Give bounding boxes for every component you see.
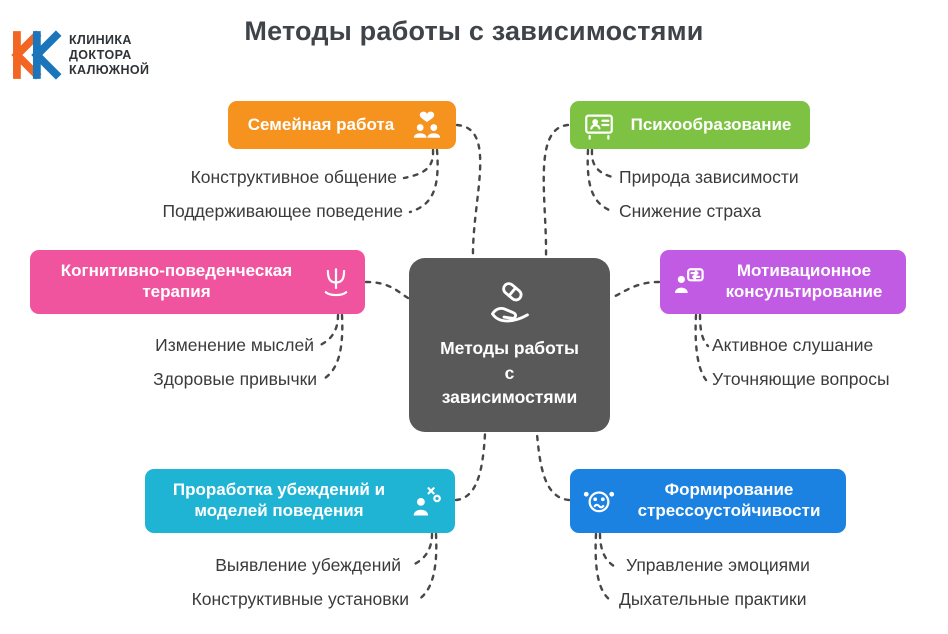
logo-k-blue bbox=[31, 30, 62, 80]
sub-item-family-2: Поддерживающее поведение bbox=[162, 201, 403, 221]
connector-beliefs-center bbox=[454, 432, 487, 502]
node-motivational-counseling-label: Мотивационное консультирование bbox=[725, 261, 883, 301]
stress-face-icon bbox=[583, 491, 615, 513]
connector-stress-item1 bbox=[598, 532, 616, 568]
sub-item-stress-2: Дыхательные практики bbox=[619, 589, 807, 609]
clinic-logo-kk-icon bbox=[11, 30, 62, 80]
psi-hand-icon bbox=[324, 268, 348, 297]
logo-line-1: КЛИНИКА bbox=[69, 32, 132, 47]
connector-cbt-item1 bbox=[316, 313, 340, 348]
node-beliefs-work: Проработка убеждений и моделей поведения bbox=[145, 469, 455, 533]
connector-motiv-item2 bbox=[694, 313, 708, 382]
connector-beliefs-item1 bbox=[408, 532, 434, 568]
logo-k-orange bbox=[11, 30, 42, 80]
sub-item-family-1: Конструктивное общение bbox=[190, 167, 397, 187]
connector-beliefs-item2 bbox=[416, 532, 438, 602]
logo-line-2: ДОКТОРА bbox=[69, 47, 132, 62]
node-motivational-counseling: Мотивационное консультирование bbox=[660, 250, 906, 314]
family-heart-icon bbox=[413, 111, 441, 138]
connector-family-item2 bbox=[408, 148, 439, 214]
connector-cbt-center bbox=[364, 280, 410, 300]
center-node: Методы работы с зависимостями bbox=[409, 258, 610, 432]
sub-item-psycho-1: Природа зависимости bbox=[619, 167, 799, 187]
connector-family-item1 bbox=[402, 148, 435, 180]
clinic-logo: КЛИНИКА ДОКТОРА КАЛЮЖНОЙ bbox=[10, 26, 149, 84]
connector-psycho-item1 bbox=[590, 148, 618, 180]
center-label-line-1: Методы работы bbox=[440, 338, 579, 359]
node-psychoeducation: Психообразование bbox=[570, 101, 810, 149]
clinic-logo-text: КЛИНИКА ДОКТОРА КАЛЮЖНОЙ bbox=[69, 33, 149, 78]
connector-stress-center bbox=[535, 432, 571, 502]
connector-stress-item2 bbox=[594, 532, 612, 602]
connector-psycho-item2 bbox=[586, 148, 616, 214]
sub-item-beliefs-2: Конструктивные установки bbox=[191, 589, 409, 609]
node-stress-resilience-label: Формирование стрессоустойчивости bbox=[637, 480, 821, 520]
node-cbt-therapy: Когнитивно-поведенческая терапия bbox=[30, 250, 365, 314]
center-label-line-3: зависимостями bbox=[441, 387, 578, 408]
pill-in-hand-icon bbox=[490, 282, 529, 323]
connector-motiv-item1 bbox=[698, 313, 710, 348]
psychoeducation-board-icon bbox=[585, 114, 613, 140]
sub-item-motiv-1: Активное слушание bbox=[712, 335, 874, 355]
node-cbt-therapy-label: Когнитивно-поведенческая терапия bbox=[60, 261, 293, 301]
node-beliefs-work-label: Проработка убеждений и моделей поведения bbox=[172, 480, 386, 520]
node-psychoeducation-label: Психообразование bbox=[630, 114, 792, 134]
node-stress-resilience: Формирование стрессоустойчивости bbox=[570, 469, 846, 533]
sub-item-beliefs-1: Выявление убеждений bbox=[215, 555, 401, 575]
sub-item-stress-1: Управление эмоциями bbox=[626, 555, 810, 575]
connector-cbt-item2 bbox=[320, 313, 344, 382]
logo-line-3: КАЛЮЖНОЙ bbox=[69, 62, 150, 77]
node-family-work-label: Семейная работа bbox=[247, 114, 395, 134]
sub-item-cbt-2: Здоровые привычки bbox=[153, 369, 317, 389]
connector-family-center bbox=[455, 123, 482, 259]
page-title: Методы работы с зависимостями bbox=[244, 16, 704, 46]
connector-psycho-center bbox=[542, 123, 570, 259]
sub-item-motiv-2: Уточняющие вопросы bbox=[712, 369, 890, 389]
beliefs-person-icon bbox=[413, 487, 441, 516]
connector-motiv-center bbox=[609, 280, 661, 300]
sub-item-psycho-2: Снижение страха bbox=[619, 201, 762, 221]
sub-item-cbt-1: Изменение мыслей bbox=[155, 335, 314, 355]
counseling-chat-icon bbox=[674, 268, 704, 294]
node-family-work: Семейная работа bbox=[228, 101, 456, 149]
center-label-line-2: с bbox=[504, 362, 515, 383]
